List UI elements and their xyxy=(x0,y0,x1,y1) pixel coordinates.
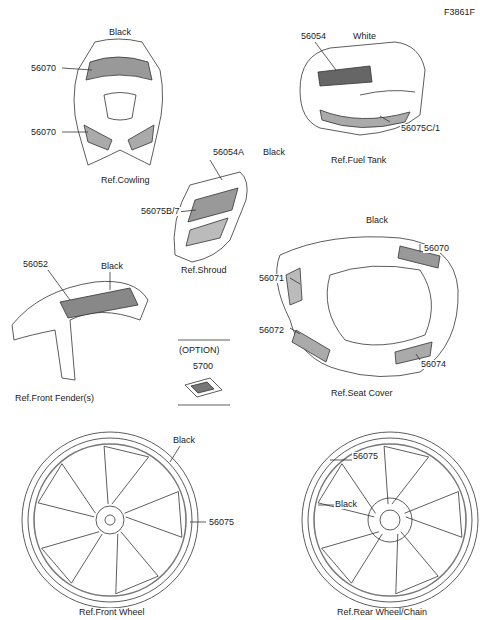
front-fender-drawing xyxy=(12,270,148,380)
color-note: White xyxy=(352,32,377,41)
reference-label: Ref.Shroud xyxy=(180,266,228,275)
callout-number: 56054 xyxy=(300,32,327,41)
callout-number: 56075B/7 xyxy=(140,207,181,216)
reference-label: Ref.Cowling xyxy=(100,176,151,185)
shroud-drawing xyxy=(174,160,247,262)
callout-number: 56070 xyxy=(30,128,57,137)
color-note: Black xyxy=(334,500,358,509)
color-note: Black xyxy=(108,28,132,37)
reference-label: Ref.Fuel Tank xyxy=(330,156,387,165)
callout-number: 56074 xyxy=(420,360,447,369)
reference-label: Ref.Front Fender(s) xyxy=(14,394,95,403)
option-decal-drawing xyxy=(178,340,230,405)
callout-number: 56054A xyxy=(212,148,245,157)
color-note: F3861F xyxy=(443,8,476,17)
color-note: Black xyxy=(172,436,196,445)
callout-number: 56052 xyxy=(22,260,49,269)
seat-cover-drawing xyxy=(277,237,458,377)
callout-number: 5700 xyxy=(192,362,214,371)
color-note: (OPTION) xyxy=(178,346,221,355)
reference-label: Ref.Front Wheel xyxy=(78,608,146,617)
rear-wheel-drawing xyxy=(302,432,478,608)
callout-number: 56072 xyxy=(258,326,285,335)
callout-number: 56070 xyxy=(30,64,57,73)
reference-label: Ref.Rear Wheel/Chain xyxy=(336,608,428,617)
cowling-drawing xyxy=(62,39,163,165)
callout-number: 56071 xyxy=(258,274,285,283)
callout-number: 56075 xyxy=(352,452,379,461)
front-wheel-drawing xyxy=(22,432,206,608)
fuel-tank-drawing xyxy=(300,42,425,135)
reference-label: Ref.Seat Cover xyxy=(330,389,394,398)
color-note: Black xyxy=(365,216,389,225)
color-note: Black xyxy=(262,148,286,157)
color-note: Black xyxy=(100,262,124,271)
callout-number: 56075C/1 xyxy=(400,124,441,133)
callout-number: 56075 xyxy=(208,518,235,527)
callout-number: 56070 xyxy=(423,244,450,253)
